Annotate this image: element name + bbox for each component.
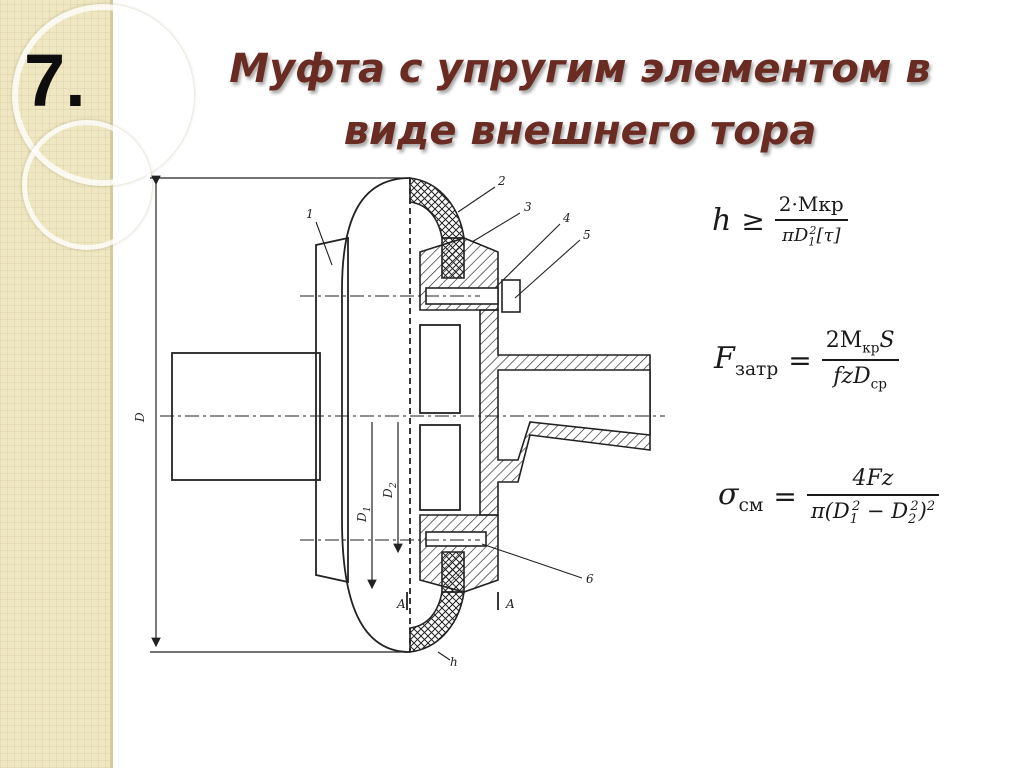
- label-6: 6: [586, 572, 594, 586]
- torus-upper-section: [409, 177, 465, 239]
- formula1-op: ≥: [741, 203, 765, 237]
- label-D2: D: [381, 488, 395, 499]
- label-3: 3: [524, 200, 532, 214]
- label-5: 5: [583, 228, 591, 242]
- label-4: 4: [562, 211, 571, 225]
- formula2-op: =: [788, 343, 812, 377]
- label-1: 1: [306, 207, 314, 221]
- label-2: 2: [497, 174, 506, 188]
- formula3-op: =: [773, 480, 797, 514]
- slide-title: Муфта с упругим элементом в виде внешнег…: [150, 38, 1010, 162]
- formula-thickness: h ≥ 2·Mкр πD12[τ]: [712, 192, 848, 249]
- formula-tightening-force: Fзатр = 2MкрS fzDср: [714, 328, 899, 393]
- left-hub: [315, 236, 349, 584]
- formula3-lhs: σсм: [718, 477, 764, 517]
- insert-lower: [419, 424, 461, 511]
- formula3-denominator: π(D12 − D22)2: [810, 499, 936, 528]
- label-D: D: [133, 412, 147, 423]
- side-decor-strip: [0, 0, 113, 768]
- label-A-left: A: [396, 597, 406, 611]
- label-h: h: [450, 655, 458, 669]
- torus-lower-section: [409, 591, 465, 653]
- side-divider: [110, 0, 113, 768]
- torus-outline: [341, 177, 411, 653]
- title-line-2: виде внешнего тора: [343, 108, 817, 154]
- insert-upper: [419, 324, 461, 414]
- label-D1: D: [355, 512, 369, 523]
- label-D1-sub: 1: [363, 506, 373, 512]
- formula1-denominator: πD12[τ]: [781, 224, 841, 249]
- formula2-numerator: 2MкрS: [825, 328, 895, 357]
- formula3-fraction: 4Fz π(D12 − D22)2: [806, 466, 940, 528]
- bolt-lower: [425, 531, 487, 547]
- formula2-lhs: Fзатр: [714, 340, 779, 380]
- label-D2-sub: 2: [389, 482, 399, 489]
- formula2-fraction: 2MкрS fzDср: [821, 328, 899, 393]
- title-line-1: Муфта с упругим элементом в: [229, 46, 931, 92]
- formula2-denominator: fzDср: [833, 364, 888, 393]
- formula-crushing-stress: σсм = 4Fz π(D12 − D22)2: [718, 466, 940, 528]
- formula3-numerator: 4Fz: [852, 466, 894, 491]
- formula1-numerator: 2·Mкр: [778, 192, 844, 216]
- formula1-lhs: h: [712, 202, 732, 238]
- slide-number: 7.: [24, 39, 86, 122]
- label-A-right: A: [505, 597, 515, 611]
- formula1-fraction: 2·Mкр πD12[τ]: [774, 192, 848, 249]
- coupling-drawing: 1 2 3 4 5 6 h A A D D 1 D 2: [133, 174, 665, 669]
- lower-flange: [419, 514, 499, 593]
